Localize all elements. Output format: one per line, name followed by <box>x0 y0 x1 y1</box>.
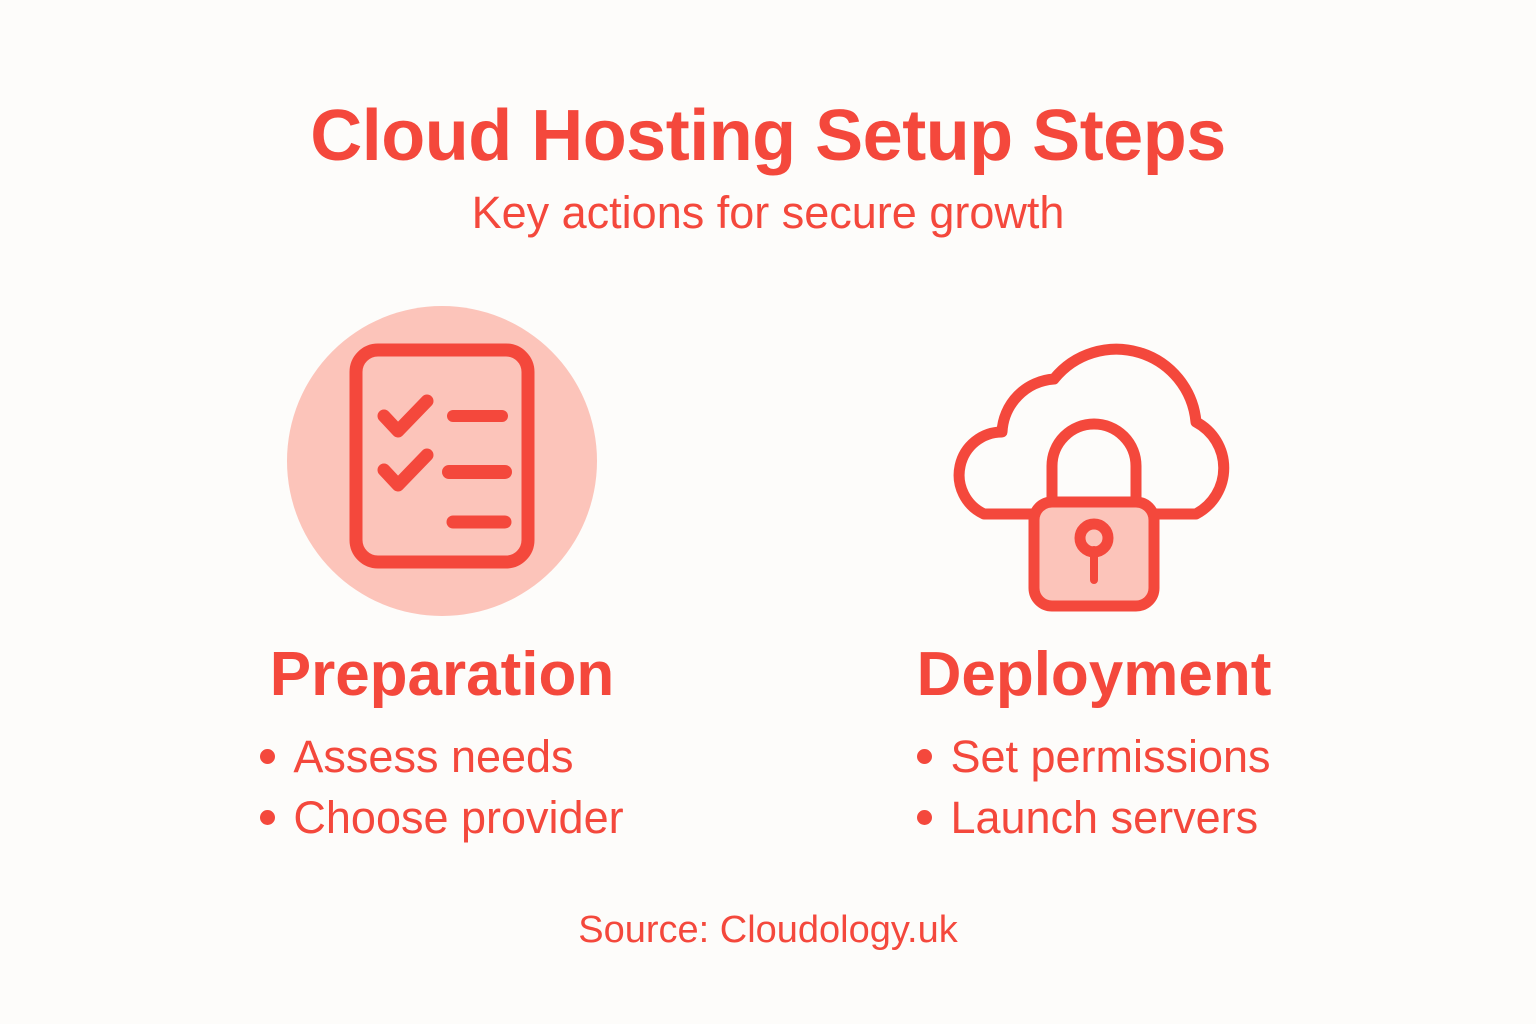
cloud-lock-icon <box>953 343 1230 612</box>
bullet-dot-icon <box>917 810 933 825</box>
list-item: Choose provider <box>260 792 624 843</box>
bullet-label: Set permissions <box>950 731 1271 782</box>
checklist-icon-wrap <box>281 300 603 622</box>
bullet-label: Assess needs <box>293 731 574 782</box>
section-title-deployment: Deployment <box>916 640 1272 709</box>
column-preparation: Preparation Assess needs Choose provider <box>122 300 762 840</box>
list-item: Launch servers <box>917 795 1270 840</box>
bullet-dot-icon <box>917 749 933 764</box>
columns-container: Preparation Assess needs Choose provider <box>0 300 1536 840</box>
checklist-icon <box>287 306 597 616</box>
bullet-list-preparation: Assess needs Choose provider <box>260 734 624 843</box>
bullet-label: Choose provider <box>293 792 624 843</box>
header: Cloud Hosting Setup Steps Key actions fo… <box>0 98 1536 238</box>
bullet-list-deployment: Set permissions Launch servers <box>917 731 1271 840</box>
list-item: Set permissions <box>917 731 1271 782</box>
bullet-dot-icon <box>260 749 276 764</box>
column-deployment: Deployment Set permissions Launch server… <box>774 300 1414 840</box>
page-title: Cloud Hosting Setup Steps <box>310 96 1226 176</box>
source-attribution: Source: Cloudology.uk <box>578 909 958 951</box>
section-title-preparation: Preparation <box>269 640 615 709</box>
page-subtitle: Key actions for secure growth <box>471 187 1065 239</box>
bullet-dot-icon <box>260 810 276 825</box>
cloud-lock-icon-wrap <box>924 300 1264 622</box>
bullet-label: Launch servers <box>950 792 1259 843</box>
list-item: Assess needs <box>260 734 623 779</box>
